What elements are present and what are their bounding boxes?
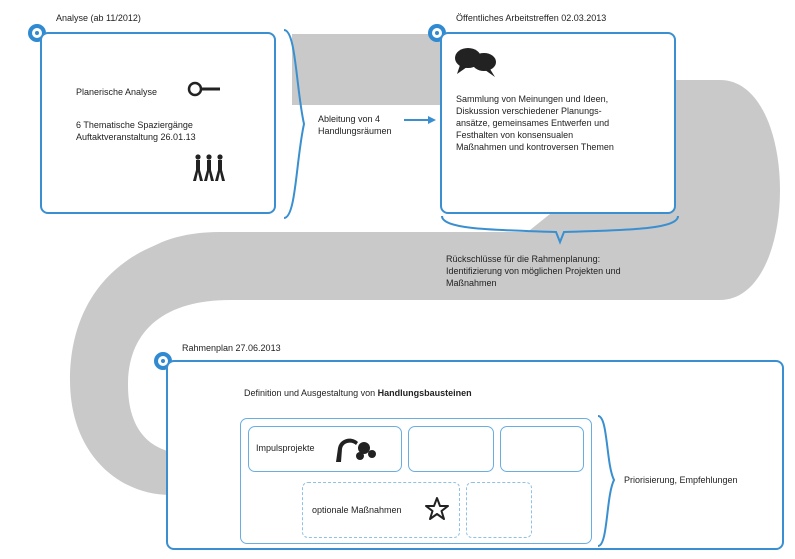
analyse-item-planerische: Planerische Analyse [76, 87, 158, 97]
treffen-line-2: Diskussion verschiedener Planungs- [456, 106, 602, 116]
baustein-card-3 [500, 426, 584, 472]
walking-people-icon [193, 154, 225, 181]
analyse-title: Analyse (ab 11/2012) [56, 13, 141, 23]
baustein-card-2 [408, 426, 494, 472]
treffen-line-4: Festhalten von konsensualen [456, 130, 574, 140]
crane-icon [336, 438, 376, 462]
treffen-title: Öffentliches Arbeitstreffen 02.03.2013 [456, 13, 607, 23]
analyse-bracket [283, 29, 306, 219]
star-icon [425, 497, 449, 520]
rueckschluesse-line-3: Maßnahmen [446, 278, 497, 288]
impulsprojekte-card [248, 426, 402, 472]
rueckschluesse-line-2: Identifizierung von möglichen Projekten … [446, 266, 621, 276]
treffen-line-5: Maßnahmen und kontroversen Themen [456, 142, 614, 152]
optional-card-2 [466, 482, 532, 538]
magnifier-icon [187, 81, 220, 97]
treffen-bracket [441, 215, 679, 245]
result-label: Priorisierung, Empfehlungen [624, 475, 738, 485]
analyse-item-auftakt: Auftaktveranstaltung 26.01.13 [76, 132, 196, 142]
arrow-right-icon [404, 116, 436, 124]
rahmenplan-bracket [597, 415, 616, 547]
impulsprojekte-label: Impulsprojekte [256, 443, 315, 453]
analyse-box [40, 32, 276, 214]
analyse-item-spaziergaenge: 6 Thematische Spaziergänge [76, 120, 193, 130]
ableitung-line1: Ableitung von 4 [318, 114, 381, 124]
treffen-line-1: Sammlung von Meinungen und Ideen, [456, 94, 609, 104]
definition-prefix: Definition und Ausgestaltung von [244, 388, 378, 398]
rueckschluesse-line-1: Rückschlüsse für die Rahmenplanung: [446, 254, 601, 264]
optionale-massnahmen-label: optionale Maßnahmen [312, 505, 402, 515]
rahmenplan-definition: Definition und Ausgestaltung von Handlun… [244, 387, 472, 400]
ableitung-line2: Handlungsräumen [318, 126, 392, 136]
definition-bold: Handlungsbausteinen [377, 388, 472, 398]
treffen-line-3: ansätze, gemeinsames Entwerfen und [456, 118, 610, 128]
speech-bubbles-icon [455, 48, 496, 77]
rahmenplan-title: Rahmenplan 27.06.2013 [182, 343, 281, 353]
